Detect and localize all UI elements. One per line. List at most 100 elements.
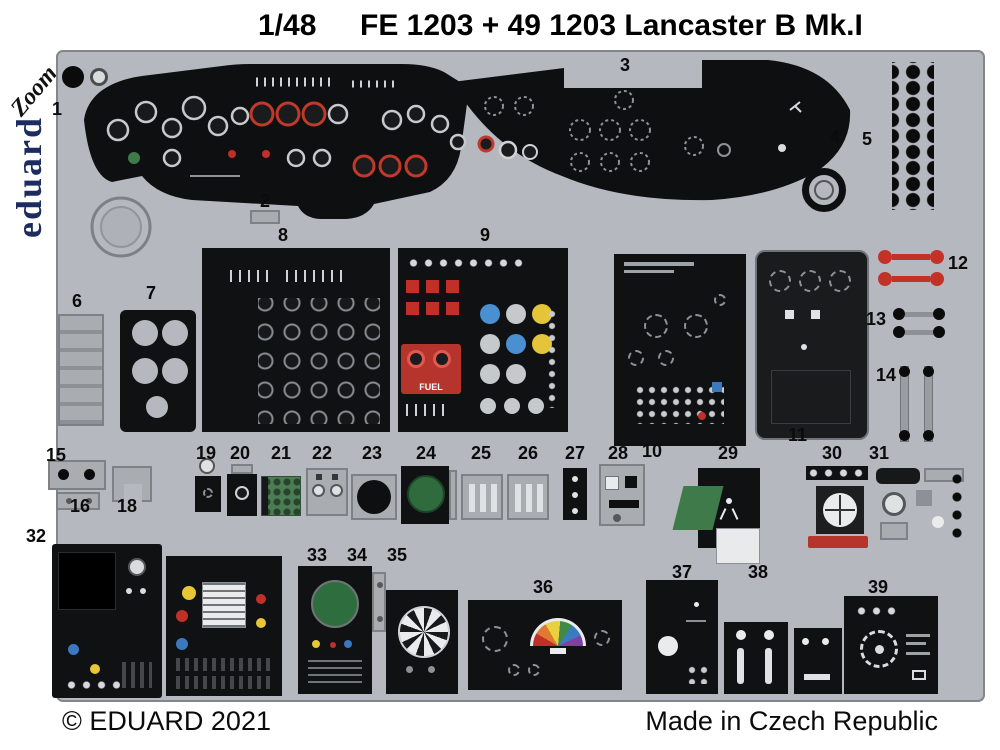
part-5-instrument-bezels xyxy=(892,62,934,210)
black-knob xyxy=(933,326,945,338)
hole xyxy=(146,396,168,418)
part-label-38: 38 xyxy=(748,562,769,582)
part-label-23: 23 xyxy=(362,443,383,463)
dial xyxy=(330,484,343,497)
part-26-slotted xyxy=(507,474,549,520)
body xyxy=(195,476,221,512)
white-dot xyxy=(736,630,746,640)
blue-valve xyxy=(506,334,526,354)
copyright-text: © EDUARD 2021 xyxy=(62,706,271,736)
control-panel xyxy=(166,556,282,696)
red-switch xyxy=(446,302,459,315)
bracket xyxy=(880,522,908,540)
black-knob xyxy=(923,366,934,377)
part-label-35: 35 xyxy=(387,545,408,565)
key-block xyxy=(122,662,152,688)
part-23 xyxy=(351,474,397,520)
red-bar xyxy=(892,254,930,260)
body xyxy=(227,474,257,516)
part-36-gauge-panel xyxy=(468,600,622,690)
fuel-gauge xyxy=(407,350,425,368)
slot xyxy=(515,484,521,512)
red-switch-row xyxy=(406,280,459,293)
part-30-group xyxy=(806,466,870,550)
red-bar xyxy=(808,536,868,548)
part-35-aperture-panel xyxy=(386,590,458,694)
hole xyxy=(613,514,621,522)
text-strip xyxy=(906,642,926,645)
part-18-clip xyxy=(112,466,152,502)
text-strip xyxy=(906,652,930,655)
line-mark xyxy=(686,620,706,622)
dial xyxy=(714,294,726,306)
notch xyxy=(124,484,142,502)
knob xyxy=(58,469,69,480)
white-disc xyxy=(658,636,678,656)
side-strip xyxy=(449,470,457,520)
part-label-39: 39 xyxy=(868,577,889,597)
grey-valve xyxy=(506,304,526,324)
knob xyxy=(528,398,544,414)
part-label-11: 11 xyxy=(788,425,808,445)
part-label-14: 14 xyxy=(876,365,897,385)
blue-valve xyxy=(480,304,500,324)
white-mark xyxy=(731,508,739,520)
white-frame xyxy=(912,670,926,680)
red-switch xyxy=(446,280,459,293)
white-dot xyxy=(126,588,132,594)
dot-row xyxy=(406,256,526,272)
dial xyxy=(199,458,215,474)
blue-knob xyxy=(68,644,79,655)
white-square xyxy=(605,476,619,490)
white-dot xyxy=(572,492,578,498)
hole xyxy=(86,498,92,504)
black-knob xyxy=(899,430,910,441)
part-label-27: 27 xyxy=(565,443,586,463)
dial xyxy=(482,626,508,652)
black-knob xyxy=(893,326,905,338)
red-switch xyxy=(406,302,419,315)
dial xyxy=(128,558,146,576)
white-dot xyxy=(764,630,774,640)
dot-grid xyxy=(686,664,710,684)
part-12-red-handles xyxy=(878,246,952,292)
part-4-bezel xyxy=(802,168,846,212)
part-7-panel xyxy=(120,310,196,432)
disc xyxy=(357,480,391,514)
white-dot xyxy=(822,638,829,645)
red-knob xyxy=(930,272,944,286)
body xyxy=(816,486,864,534)
part-39-panel xyxy=(844,596,938,694)
part-label-24: 24 xyxy=(416,443,437,463)
dot-column xyxy=(546,308,560,408)
black-knob xyxy=(899,366,910,377)
valve-row xyxy=(480,364,526,384)
small-panel xyxy=(794,628,842,694)
knob xyxy=(480,398,496,414)
panel-recess xyxy=(771,370,851,424)
part-label-19: 19 xyxy=(196,443,217,463)
part-21-green-board xyxy=(261,476,301,516)
part-37-panel xyxy=(646,580,718,694)
part-label-36: 36 xyxy=(533,577,554,597)
white-dot xyxy=(932,516,944,528)
dial xyxy=(312,484,325,497)
part-9-fuel-panel: FUEL xyxy=(398,248,568,432)
hole xyxy=(66,498,72,504)
green-disc xyxy=(407,475,445,513)
red-knob xyxy=(256,594,266,604)
part-label-28: 28 xyxy=(608,443,629,463)
dotted-bar xyxy=(806,466,868,480)
white-mark xyxy=(550,648,566,654)
bar xyxy=(905,311,933,317)
part-19 xyxy=(193,456,223,514)
part-label-12: 12 xyxy=(948,253,969,273)
part-label-1: 1 xyxy=(52,99,63,119)
part-label-4: 4 xyxy=(830,127,841,147)
made-in-text: Made in Czech Republic xyxy=(645,706,938,736)
gauge-center xyxy=(875,645,884,654)
part-label-37: 37 xyxy=(672,562,693,582)
part-label-30: 30 xyxy=(822,443,843,463)
tick-strip xyxy=(406,404,448,416)
black-bar xyxy=(876,468,920,484)
